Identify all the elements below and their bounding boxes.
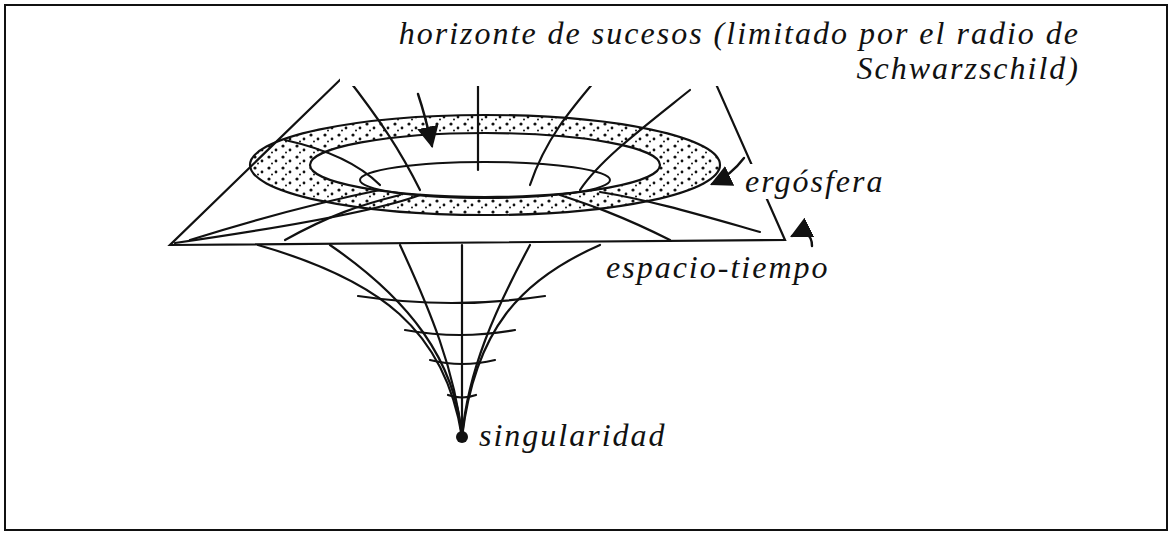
singularity-dot [456,431,468,443]
well-radial [330,245,462,437]
ergosphere-arrow [712,158,744,184]
spacetime-label: espacio-tiempo [603,250,833,285]
ergosphere-band [250,115,720,215]
event-horizon-label: horizonte de sucesos (limitado por el ra… [340,16,1083,86]
well-radial [462,245,530,437]
horizon-ellipse [360,162,610,198]
singularity-label: singularidad [476,418,670,453]
well-ring [405,330,515,335]
well-ring [430,360,495,364]
well-ring [448,395,476,398]
well-radial [400,245,462,437]
frame [5,5,1167,530]
spacetime-arrow [792,233,812,246]
well-side [258,245,462,437]
sheet-outline [170,75,785,245]
horizon-arrow [418,94,432,146]
gravity-well [258,245,600,437]
well-side [462,245,600,437]
ergosphere-label: ergósfera [742,164,887,199]
spacetime-sheet [170,75,785,245]
well-radial [461,245,463,437]
well-ring [358,296,545,303]
